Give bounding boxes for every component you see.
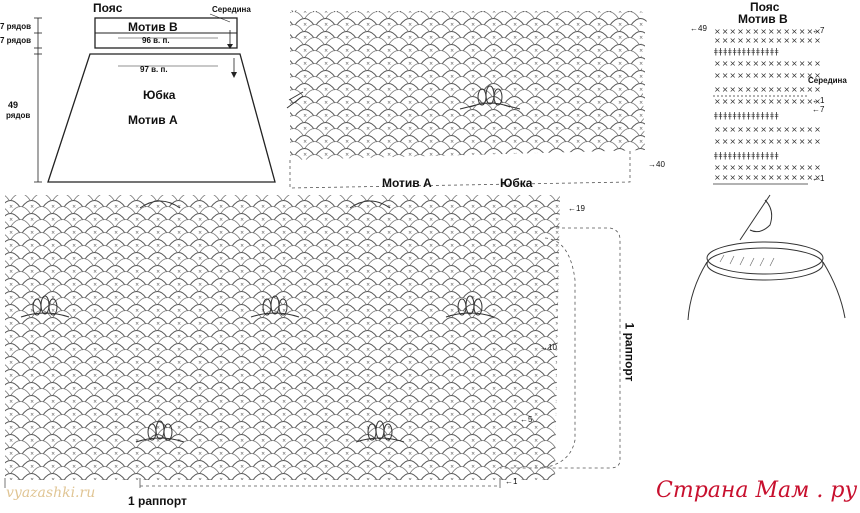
- belt-label: Пояс: [93, 1, 123, 15]
- belt-chart-title: Пояс: [750, 0, 780, 14]
- row-marker-19: ←19: [568, 204, 585, 213]
- belt-row-marker-1b: ←1: [812, 174, 825, 183]
- skirt-label: Юбка: [143, 88, 176, 102]
- upper-chart-block: [290, 10, 647, 161]
- row-marker-1: ←1: [505, 477, 518, 486]
- svg-text:××××××××××××××: ××××××××××××××: [714, 137, 822, 146]
- rows-second-label: 7 рядов: [0, 36, 32, 45]
- svg-text:××××××××××××××: ××××××××××××××: [714, 59, 822, 68]
- belt-row-marker-7b: ←7: [812, 105, 825, 114]
- svg-text:××××××××××××××: ××××××××××××××: [714, 71, 822, 80]
- svg-text:ǂǂǂǂǂǂǂǂǂǂǂǂǂǂ: ǂǂǂǂǂǂǂǂǂǂǂǂǂǂ: [714, 111, 779, 120]
- belt-ring-illustration: [687, 194, 846, 321]
- svg-text:××××××××××××××: ××××××××××××××: [714, 97, 822, 106]
- middle-label: Середина: [212, 5, 251, 14]
- belt-chart-middle: Середина: [808, 76, 847, 85]
- svg-text:××××××××××××××: ××××××××××××××: [714, 36, 822, 45]
- svg-text:ǂǂǂǂǂǂǂǂǂǂǂǂǂǂ: ǂǂǂǂǂǂǂǂǂǂǂǂǂǂ: [714, 151, 779, 160]
- row-marker-10: →10: [540, 343, 557, 352]
- belt-ring-hatch: [719, 254, 775, 267]
- row-marker-40: →40: [648, 160, 665, 169]
- main-skirt-label: Юбка: [500, 176, 533, 190]
- svg-text:ǂǂǂǂǂǂǂǂǂǂǂǂǂǂ: ǂǂǂǂǂǂǂǂǂǂǂǂǂǂ: [714, 47, 779, 56]
- svg-text:××××××××××××××: ××××××××××××××: [714, 173, 822, 182]
- lower-chart-block: [5, 195, 560, 480]
- belt-row-marker-1a: ←1: [812, 96, 825, 105]
- svg-text:××××××××××××××: ××××××××××××××: [714, 163, 822, 172]
- stitches-96-label: 96 в. п.: [142, 36, 170, 45]
- svg-text:××××××××××××××: ××××××××××××××: [714, 125, 822, 134]
- repeat-horizontal-label: 1 раппорт: [128, 494, 187, 508]
- main-motif-a-label: Мотив А: [382, 176, 432, 190]
- rows-top-label: 7 рядов: [0, 22, 32, 31]
- row-marker-5: ←5: [520, 415, 533, 424]
- svg-text:××××××××××××××: ××××××××××××××: [714, 27, 822, 36]
- motif-b-label: Мотив В: [128, 20, 178, 34]
- belt-stitches: ×××××××××××××× ×××××××××××××× ǂǂǂǂǂǂǂǂǂǂ…: [714, 27, 822, 182]
- belt-row-marker-7a: ←7: [812, 26, 825, 35]
- rows-49-word: рядов: [6, 111, 31, 120]
- belt-chart-motif-b: Мотив В: [738, 12, 788, 26]
- leaf-motifs: [20, 85, 521, 443]
- svg-text:××××××××××××××: ××××××××××××××: [714, 85, 822, 94]
- row-marker-49: ←49: [690, 24, 707, 33]
- motif-a-label: Мотив А: [128, 113, 178, 127]
- stitches-97-label: 97 в. п.: [140, 65, 168, 74]
- watermark-right: Страна Мам . ру: [656, 478, 858, 503]
- rows-49-number: 49: [8, 100, 19, 110]
- watermark-left: vyazashki.ru: [6, 485, 96, 501]
